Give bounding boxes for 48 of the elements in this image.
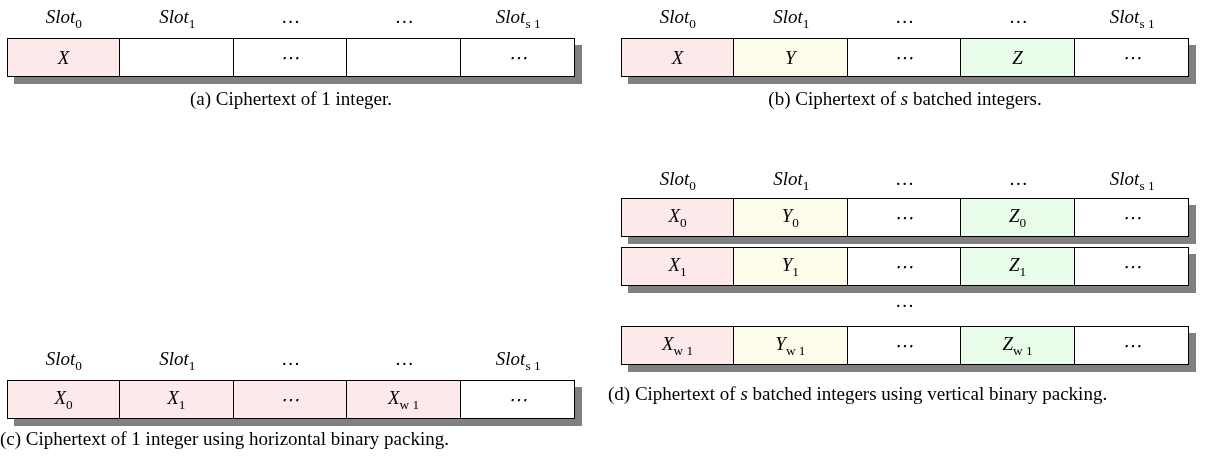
slot-header: Slot$_{0}$ <box>44 6 83 32</box>
slot-header: … <box>395 6 415 28</box>
slot-cell: X$_{w 1}$ <box>347 381 461 418</box>
node-label: ⋯ <box>1122 47 1142 68</box>
slot-header: … <box>395 348 415 370</box>
subfigure-caption: (d) Ciphertext of s batched integers using vertical binary packing. <box>608 382 1109 406</box>
slot-header: Slot$_{s 1}$ <box>494 6 542 32</box>
slot-cell: Z$_{w 1}$ <box>961 327 1075 364</box>
slot-header: … <box>281 348 301 370</box>
slot-header: Slot$_{1}$ <box>158 348 197 374</box>
slot-cell: Y$_{0}$ <box>734 199 848 236</box>
subfigure-caption: (c) Ciphertext of 1 integer using horizontal binary packing. <box>0 428 450 450</box>
slot-header: Slot$_{0}$ <box>658 168 697 194</box>
slot-cell: Z$_{1}$ <box>961 248 1075 285</box>
slot-cell: ⋯ <box>233 381 348 418</box>
slot-header: Slot$_{1}$ <box>772 168 811 194</box>
slot-cell: Z$_{0}$ <box>961 199 1075 236</box>
slot-header: … <box>1009 168 1029 190</box>
slot-header: Slot$_{1}$ <box>158 6 197 32</box>
node-label: ⋯ <box>508 389 528 410</box>
slot-header: Slot$_{1}$ <box>772 6 811 32</box>
slot-header: Slot$_{0}$ <box>658 6 697 32</box>
slot-header: Slot$_{s 1}$ <box>1108 6 1156 32</box>
slot-header: … <box>281 6 301 28</box>
subfigure-caption: (a) Ciphertext of 1 integer. <box>188 88 394 110</box>
slot-header: Slot$_{s 1}$ <box>1108 168 1156 194</box>
slot-header: … <box>1009 6 1029 28</box>
slot-cell: Y <box>734 39 848 76</box>
slot-header: Slot$_{s 1}$ <box>494 348 542 374</box>
node-label: ⋯ <box>1122 335 1142 356</box>
slot-cell: Z <box>961 39 1075 76</box>
slot-cell: X$_{w 1}$ <box>622 327 735 364</box>
slot-cell: X$_{1}$ <box>120 381 234 418</box>
slot-header: … <box>895 290 915 312</box>
slot-cell: Y$_{1}$ <box>734 248 848 285</box>
slot-header: Slot$_{0}$ <box>44 348 83 374</box>
slot-cell: X <box>8 39 121 76</box>
node-label: ⋯ <box>1122 207 1142 228</box>
slot-cell: X <box>622 39 735 76</box>
slot-header: … <box>895 6 915 28</box>
slot-header: … <box>895 168 915 190</box>
node-label: ⋯ <box>1122 256 1142 277</box>
slot-cell: Y$_{w 1}$ <box>734 327 848 364</box>
slot-cell: X$_{0}$ <box>622 199 735 236</box>
subfigure-caption: (b) Ciphertext of s batched integers. <box>767 88 1043 110</box>
slot-cell: X$_{0}$ <box>8 381 121 418</box>
slot-cell: X$_{1}$ <box>622 248 735 285</box>
node-label: ⋯ <box>508 47 528 68</box>
